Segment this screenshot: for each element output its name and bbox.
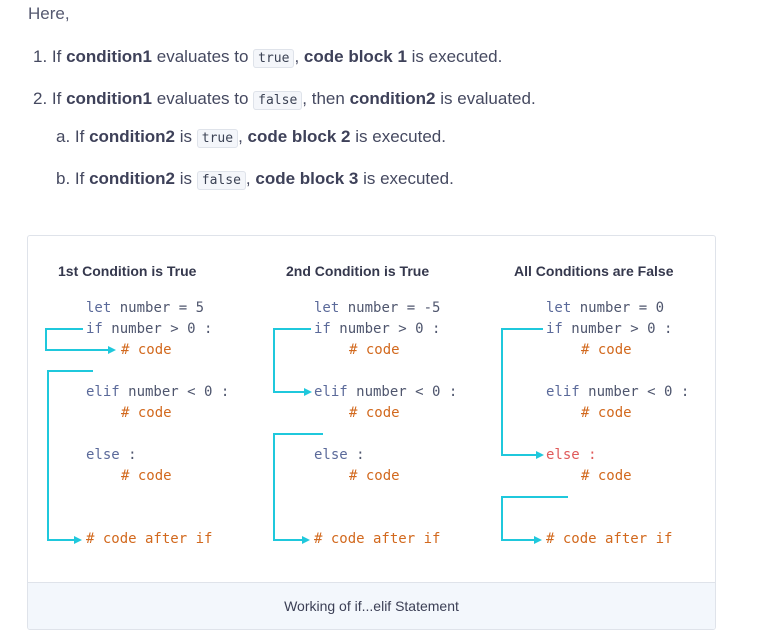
item-bold: code block 2 bbox=[247, 127, 351, 146]
column-title: 2nd Condition is True bbox=[286, 263, 430, 279]
code-line: let number = 5 bbox=[86, 300, 205, 316]
list-item-2a: a. If condition2 is true, code block 2 i… bbox=[56, 127, 446, 148]
code-line: if number > 0 : bbox=[546, 321, 673, 337]
item-text: , bbox=[238, 127, 248, 146]
item-prefix: 2. If bbox=[33, 89, 67, 108]
code-after: # code after if bbox=[314, 531, 441, 547]
list-item-2b: b. If condition2 is false, code block 3 … bbox=[56, 169, 454, 190]
item-text: is bbox=[175, 169, 197, 188]
code-comment: # code bbox=[581, 468, 632, 484]
intro-text: Here, bbox=[28, 4, 70, 23]
code-line: if number > 0 : bbox=[314, 321, 441, 337]
item-bold: condition2 bbox=[349, 89, 436, 108]
item-bold: code block 3 bbox=[255, 169, 359, 188]
item-text: evaluates to bbox=[152, 89, 254, 108]
code-comment: # code bbox=[121, 405, 172, 421]
arrow-else bbox=[501, 328, 544, 459]
item-text: is bbox=[175, 127, 197, 146]
code-line: else : bbox=[314, 447, 365, 463]
code-line: elif number < 0 : bbox=[314, 384, 458, 400]
item-bold: condition2 bbox=[89, 127, 176, 146]
arrow-elif-true bbox=[273, 328, 312, 396]
arrow-if-true bbox=[45, 328, 116, 354]
item-bold: code block 1 bbox=[303, 47, 407, 66]
item-prefix: b. If bbox=[56, 169, 90, 188]
item-text: , bbox=[294, 47, 304, 66]
inline-code: false bbox=[196, 171, 246, 190]
code-line-highlight: else : bbox=[546, 447, 597, 463]
code-comment: # code bbox=[349, 468, 400, 484]
item-text: evaluates to bbox=[152, 47, 254, 66]
code-after: # code after if bbox=[86, 531, 213, 547]
flow-arrows bbox=[45, 328, 568, 544]
inline-code: true bbox=[253, 49, 295, 68]
code-comment: # code bbox=[349, 405, 400, 421]
code-comment: # code bbox=[121, 342, 172, 358]
figure-caption: Working of if...elif Statement bbox=[28, 582, 715, 629]
list-item-2: 2. If condition1 evaluates to false, the… bbox=[33, 89, 536, 110]
arrow-exit-1 bbox=[47, 370, 93, 544]
item-text: is executed. bbox=[406, 47, 503, 66]
arrow-exit-3 bbox=[501, 496, 568, 544]
flow-figure: 1st Condition is True let number = 5 if … bbox=[27, 235, 716, 630]
code-line: if number > 0 : bbox=[86, 321, 213, 337]
code-after: # code after if bbox=[546, 531, 673, 547]
column-title: All Conditions are False bbox=[514, 263, 674, 279]
item-bold: condition2 bbox=[89, 169, 176, 188]
inline-code: false bbox=[253, 91, 303, 110]
code-line: else : bbox=[86, 447, 137, 463]
code-line: let number = -5 bbox=[314, 300, 441, 316]
item-text: is evaluated. bbox=[435, 89, 536, 108]
item-text: , then bbox=[302, 89, 350, 108]
item-text: , bbox=[245, 169, 256, 188]
column-title: 1st Condition is True bbox=[58, 263, 197, 279]
inline-code: true bbox=[196, 129, 239, 148]
code-comment: # code bbox=[581, 342, 632, 358]
item-bold: condition1 bbox=[66, 89, 153, 108]
code-line: elif number < 0 : bbox=[86, 384, 230, 400]
code-comment: # code bbox=[121, 468, 172, 484]
item-prefix: a. If bbox=[56, 127, 90, 146]
item-text: is executed. bbox=[350, 127, 446, 146]
list-item-1: 1. If condition1 evaluates to true, code… bbox=[33, 47, 503, 68]
item-text: is executed. bbox=[358, 169, 454, 188]
item-bold: condition1 bbox=[66, 47, 153, 66]
item-prefix: 1. If bbox=[33, 47, 67, 66]
code-comment: # code bbox=[581, 405, 632, 421]
code-comment: # code bbox=[349, 342, 400, 358]
code-line: let number = 0 bbox=[546, 300, 665, 316]
code-line: elif number < 0 : bbox=[546, 384, 690, 400]
arrow-exit-2 bbox=[273, 433, 323, 544]
